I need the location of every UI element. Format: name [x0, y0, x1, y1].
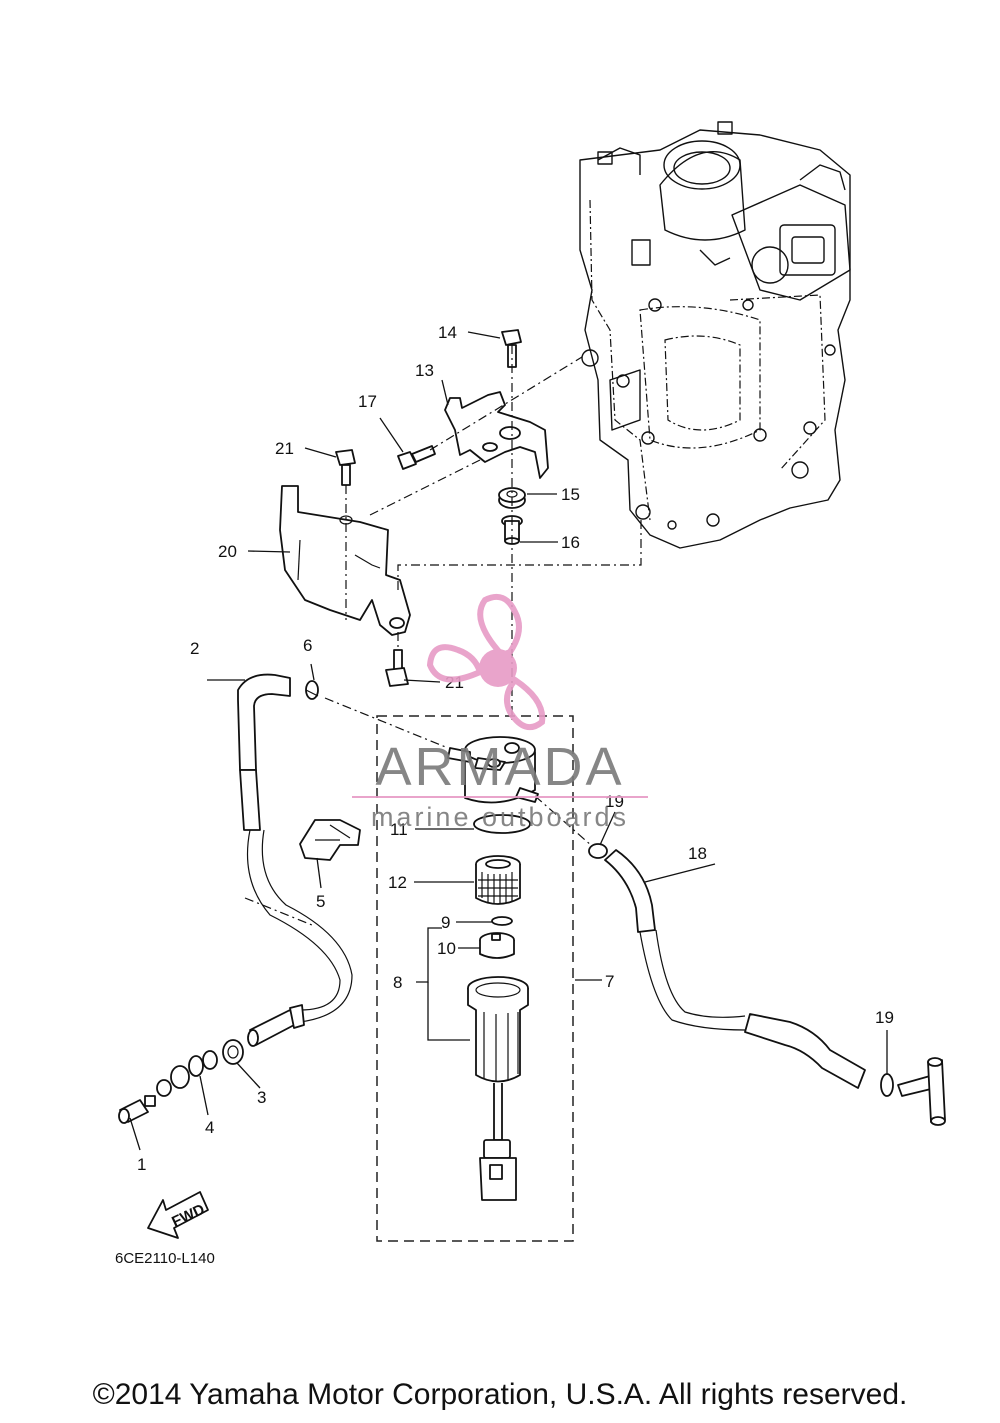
bolt-21-bottom-drawing	[385, 649, 409, 687]
plug-1-drawing	[118, 1095, 156, 1124]
bolt-17-drawing	[397, 445, 436, 470]
hose-2-drawing	[237, 673, 353, 1047]
clip-3-drawing	[222, 1039, 244, 1065]
callout-13: 13	[415, 361, 434, 380]
callout-1: 1	[137, 1155, 146, 1174]
cup-8-drawing	[467, 976, 529, 1201]
callout-17: 17	[358, 392, 377, 411]
callout-15: 15	[561, 485, 580, 504]
bolt-14-drawing	[501, 329, 522, 368]
element-12-drawing	[475, 855, 521, 905]
callout-19-right: 19	[875, 1008, 894, 1027]
callout-16: 16	[561, 533, 580, 552]
float-10-drawing	[479, 932, 515, 959]
filter-head-drawing	[447, 736, 539, 804]
drawing-code: 6CE2110-L140	[115, 1250, 215, 1267]
cover-20-drawing	[279, 485, 411, 636]
intake-manifold-drawing	[579, 121, 851, 549]
callout-18: 18	[688, 844, 707, 863]
callout-9: 9	[441, 913, 450, 932]
callout-10: 10	[437, 939, 456, 958]
watermark-brand: ARMADA	[375, 737, 624, 797]
bracket-13-drawing	[444, 391, 549, 479]
callout-11: 11	[390, 820, 408, 839]
o-ring-11-drawing	[473, 814, 531, 834]
callout-12: 12	[388, 873, 407, 892]
filter-assembly-7-boundary	[376, 715, 574, 1242]
callout-3: 3	[257, 1088, 266, 1107]
joint-4-drawing	[156, 1050, 218, 1097]
copyright-notice: ©2014 Yamaha Motor Corporation, U.S.A. A…	[92, 1378, 908, 1411]
callout-7: 7	[605, 972, 614, 991]
clip-6-drawing	[305, 680, 319, 700]
callout-20: 20	[218, 542, 237, 561]
hose-18-drawing	[604, 849, 866, 1089]
clip-19-top-drawing	[588, 843, 608, 859]
armada-watermark: ARMADA marine outboards	[352, 594, 648, 832]
callout-14: 14	[438, 323, 457, 342]
watermark-tagline: marine outboards	[371, 802, 629, 832]
tee-joint-drawing	[897, 1057, 946, 1126]
snap-ring-9-drawing	[491, 916, 513, 926]
clip-19-right-drawing	[880, 1073, 894, 1097]
callout-5: 5	[316, 892, 325, 911]
callout-labels: 1 2 3 4 5 6 7 8 9 10 11 12 13 14 15 16 1…	[115, 323, 894, 1267]
callout-6: 6	[303, 636, 312, 655]
propeller-logo-icon	[426, 594, 546, 731]
callout-2: 2	[190, 639, 199, 658]
callout-4: 4	[205, 1118, 214, 1137]
callout-21-top: 21	[275, 439, 294, 458]
leader-lines	[129, 331, 888, 1151]
fwd-arrow-icon: FWD	[147, 1191, 209, 1239]
bolt-21-top-drawing	[335, 449, 356, 486]
holder-5-drawing	[299, 819, 361, 861]
callout-8: 8	[393, 973, 402, 992]
